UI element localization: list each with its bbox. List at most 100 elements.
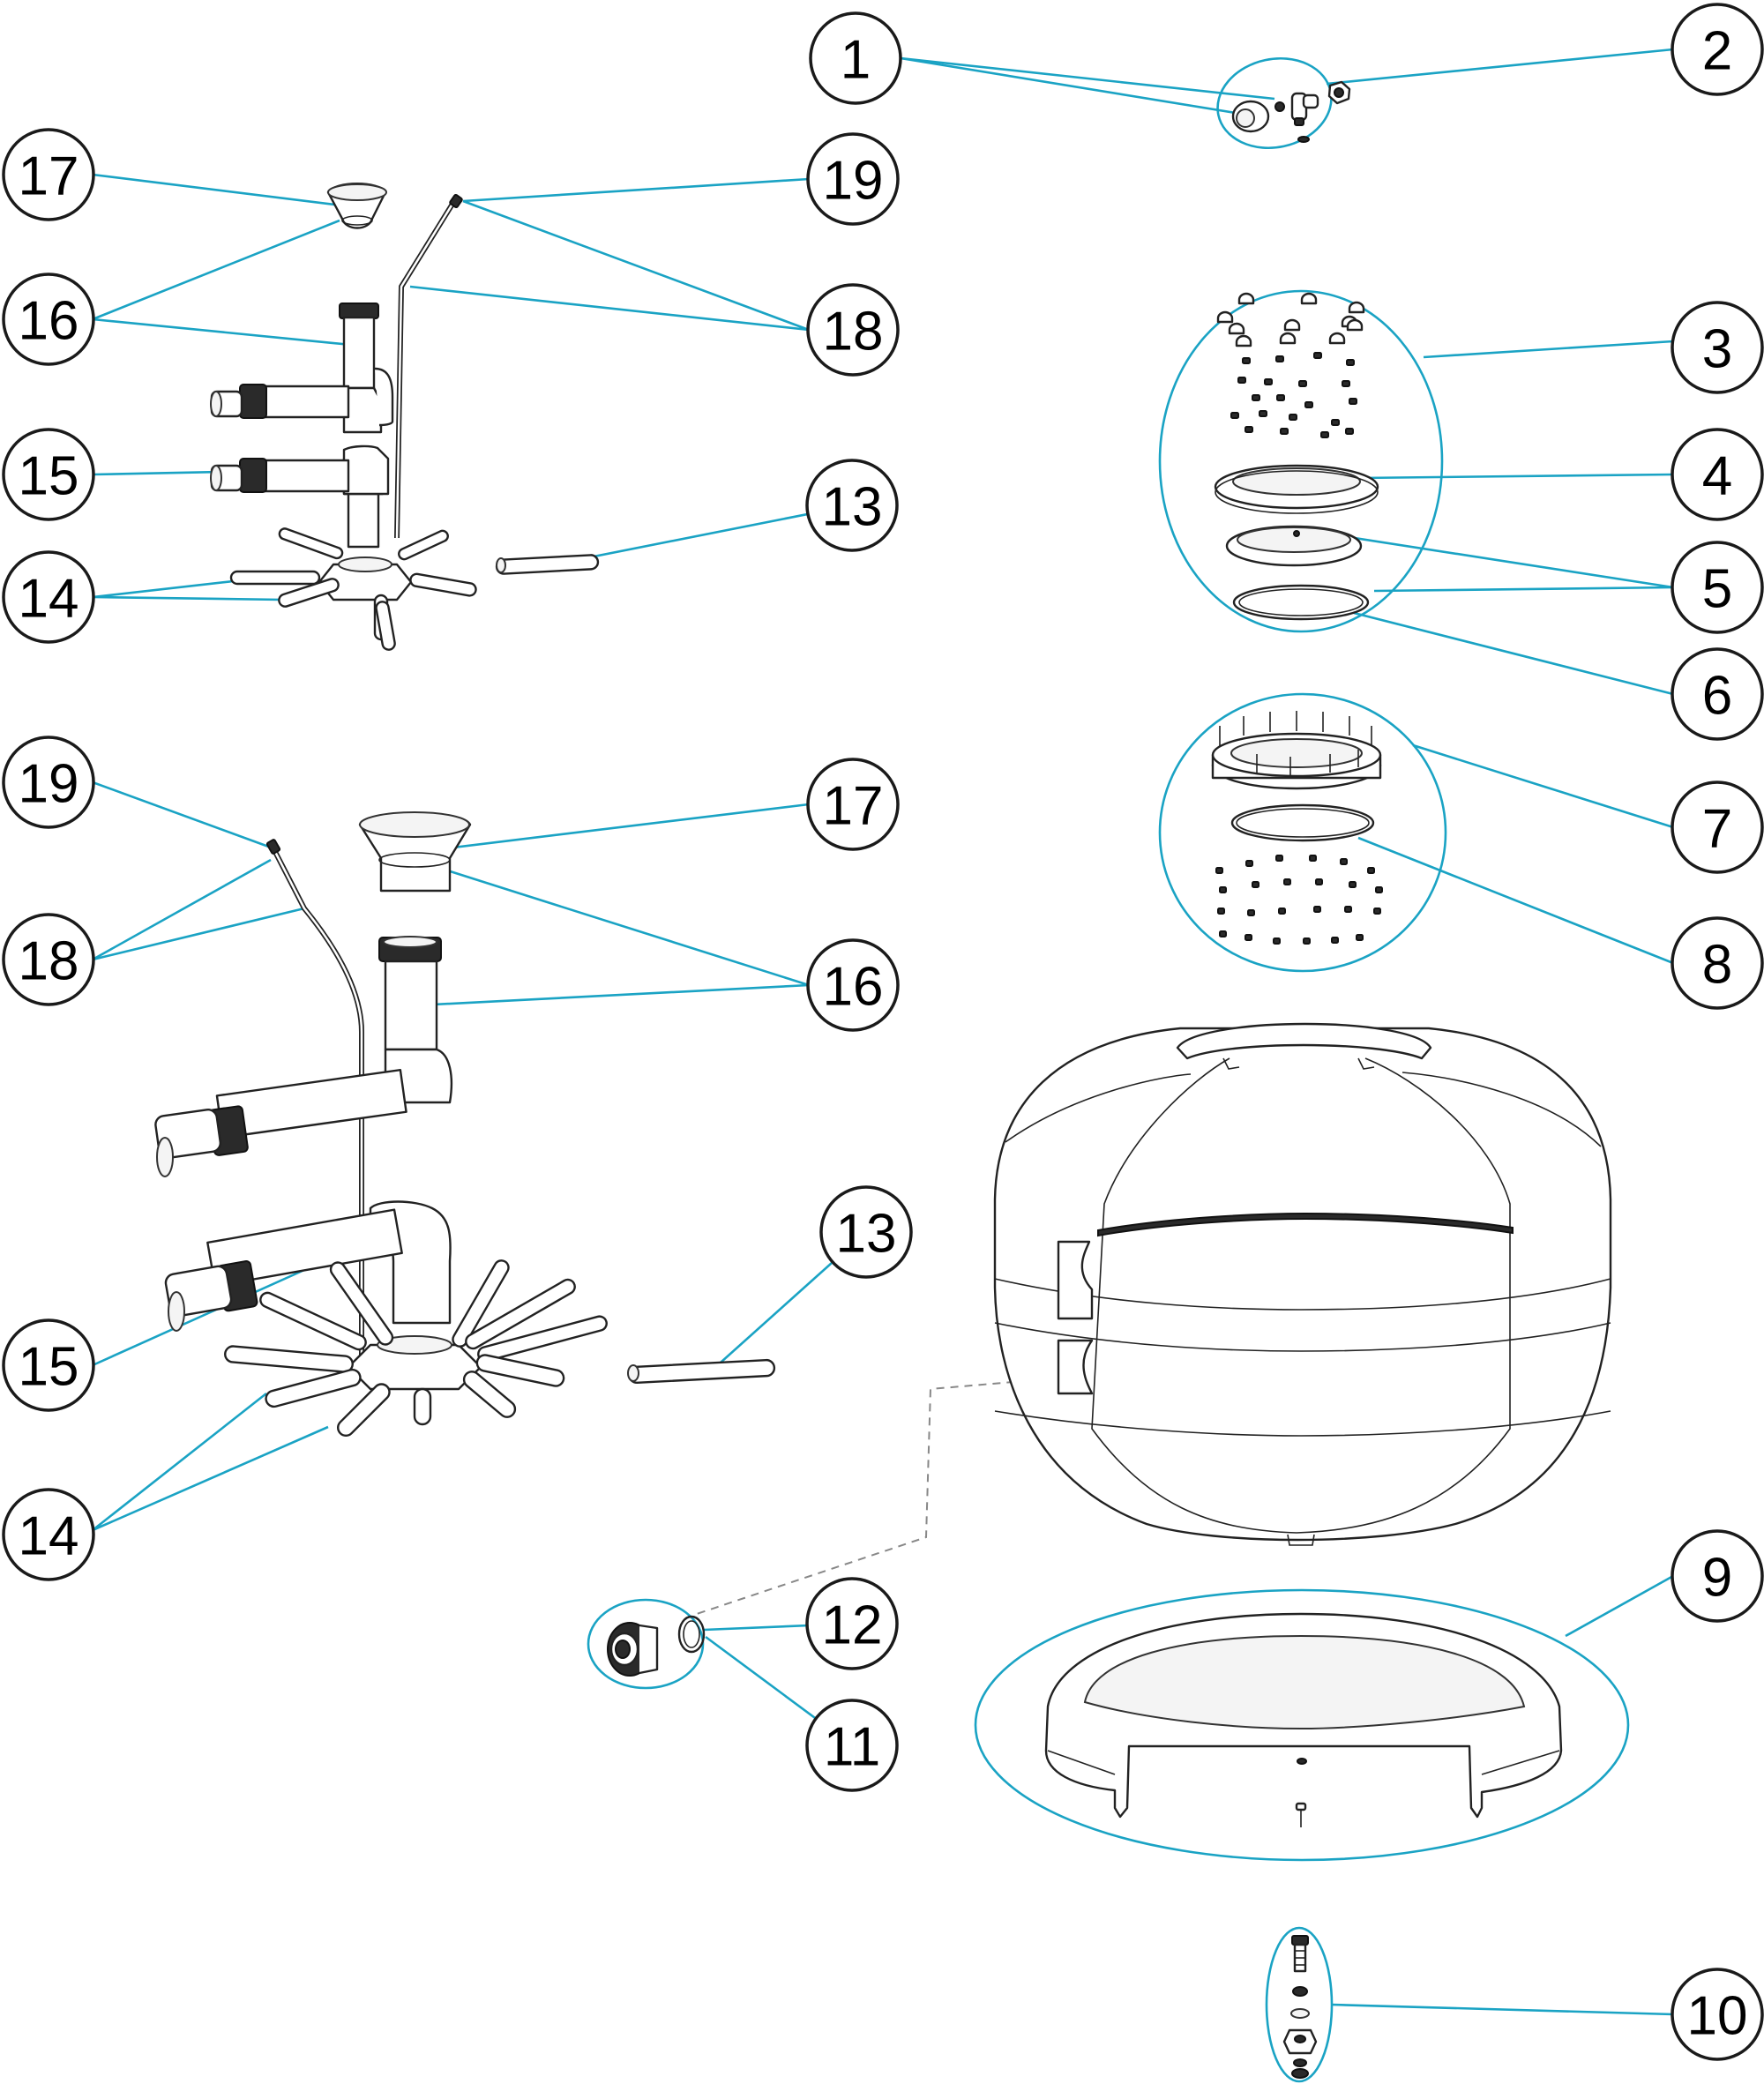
upper-lateral-assembly [210, 183, 477, 651]
callout-18-lower: 18 [2, 913, 95, 1006]
group-ellipse-lid-assembly [1158, 289, 1444, 633]
small-oring [1274, 101, 1285, 112]
leader-4 [1357, 473, 1674, 480]
callout-19-upper: 19 [806, 132, 900, 226]
tank-side-port-lower [1057, 1339, 1094, 1395]
callout-11: 11 [805, 1699, 899, 1792]
central-pipe-upper [339, 303, 385, 549]
tank-bottom-notch [1287, 1534, 1315, 1546]
svg-text:13: 13 [822, 477, 883, 538]
leader-1b [900, 56, 1275, 101]
leader-16b [92, 317, 361, 347]
funnel-diffuser-lower [358, 811, 472, 893]
leader-19b [92, 781, 274, 850]
leader-6 [1353, 611, 1674, 696]
callout-19-lower: 19 [2, 736, 95, 829]
air-tube-upper [394, 194, 463, 539]
svg-text:7: 7 [1702, 799, 1732, 860]
drain-union-oring [677, 1615, 706, 1654]
svg-text:18: 18 [19, 931, 79, 992]
svg-text:17: 17 [19, 146, 79, 207]
callout-12: 12 [805, 1577, 899, 1670]
spare-lateral-upper [495, 554, 600, 575]
leader-18c [92, 858, 272, 961]
valve-fittings-parts [1231, 80, 1351, 143]
laterals-lower [224, 1259, 608, 1437]
leader-10 [1331, 2003, 1674, 2016]
upper-side-outlet [210, 367, 394, 427]
hex-nut-fitting [1327, 80, 1351, 105]
leader-17a [92, 173, 343, 207]
tank-body [993, 1027, 1612, 1542]
base-screw-hole [1297, 1758, 1307, 1765]
tank-top-notches [1222, 1057, 1375, 1070]
svg-text:12: 12 [822, 1595, 883, 1656]
lid-cover [1225, 525, 1363, 567]
group-ellipses [587, 56, 1630, 2083]
callout-13-upper: 13 [805, 459, 899, 552]
svg-text:9: 9 [1702, 1548, 1732, 1609]
callout-15-upper: 15 [2, 428, 95, 521]
callout-8: 8 [1671, 916, 1764, 1010]
leader-14b [92, 595, 283, 601]
svg-text:4: 4 [1702, 446, 1732, 507]
callout-9: 9 [1671, 1529, 1764, 1623]
group-ellipse-base [974, 1588, 1630, 1862]
nut-2 [1291, 2068, 1309, 2079]
callout-4: 4 [1671, 428, 1764, 521]
leader-lines [92, 48, 1674, 2016]
svg-text:16: 16 [823, 957, 884, 1018]
leader-14d [92, 1425, 329, 1532]
collar-oring [1230, 803, 1375, 842]
svg-text:18: 18 [823, 302, 884, 362]
base-edge-line [1047, 1750, 1116, 1775]
callout-6: 6 [1671, 647, 1764, 741]
tank-equator-line [994, 1278, 1611, 1311]
callout-2: 2 [1671, 3, 1764, 96]
tank-base [1044, 1612, 1563, 1827]
svg-text:1: 1 [841, 30, 871, 91]
lower-lateral-assembly [154, 811, 608, 1437]
tank-dome-band [1005, 1072, 1602, 1147]
callout-3: 3 [1671, 301, 1764, 394]
svg-text:16: 16 [19, 291, 79, 352]
leader-8 [1357, 836, 1674, 965]
lower-outlet-elbow [164, 1200, 452, 1332]
bolt-set [1282, 1935, 1318, 2079]
leader-drain-dashed [696, 1375, 1086, 1615]
filter-tank [993, 1022, 1612, 1546]
upper-outlet-lower-assy [154, 1068, 407, 1177]
lid-flange-ring [1214, 464, 1379, 514]
svg-text:17: 17 [823, 776, 884, 837]
svg-text:8: 8 [1702, 935, 1732, 996]
svg-text:15: 15 [19, 1337, 79, 1398]
washer-3 [1293, 2058, 1307, 2067]
collar-assembly-parts [1211, 711, 1383, 945]
leader-18b [462, 199, 810, 332]
lid-bolts [1216, 292, 1365, 347]
lower-side-outlet [210, 444, 390, 496]
drain-union [607, 1615, 706, 1677]
leader-16c [427, 863, 810, 987]
leader-1a [900, 56, 1247, 116]
callout-16-lower: 16 [806, 938, 900, 1032]
callout-10: 10 [1671, 1968, 1764, 2061]
funnel-diffuser-upper [326, 183, 387, 229]
callout-5: 5 [1671, 541, 1764, 634]
leader-9 [1565, 1574, 1674, 1638]
svg-text:13: 13 [836, 1204, 897, 1265]
svg-text:11: 11 [824, 1717, 880, 1778]
svg-text:6: 6 [1702, 666, 1732, 727]
leader-14c [92, 1392, 267, 1532]
threaded-collar [1211, 711, 1382, 790]
elbow-fitting [1290, 92, 1319, 126]
spare-lateral-lower [627, 1358, 776, 1385]
callout-15-lower: 15 [2, 1318, 95, 1412]
callout-7: 7 [1671, 781, 1764, 874]
leader-5b [1373, 586, 1674, 593]
leader-13a [562, 504, 853, 564]
callout-14-lower: 14 [2, 1488, 95, 1581]
leader-2 [1326, 48, 1674, 86]
svg-text:2: 2 [1702, 21, 1732, 82]
